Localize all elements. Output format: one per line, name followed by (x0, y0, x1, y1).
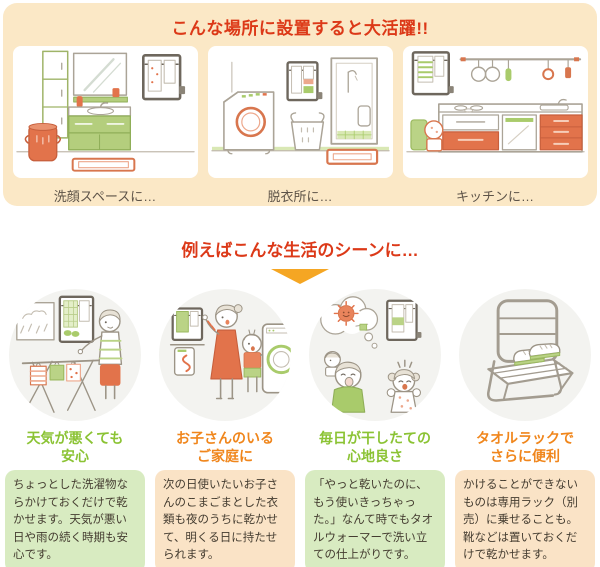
kitchen-drawing (405, 51, 585, 153)
scene-heading-line1: お子さんのいる (176, 430, 274, 446)
scene-heading-line1: タオルラックで (476, 430, 574, 446)
placement-section: こんな場所に設置すると大活躍!! (3, 3, 597, 206)
scene-heading-line1: 毎日が干したての (319, 430, 431, 446)
scene-columns: 天気が悪くても 安心 ちょっとした洗濯物ならかけておくだけで乾かせます。天気が悪… (0, 289, 600, 567)
kitchen-illustration (402, 46, 588, 178)
scene-heading: 天気が悪くても 安心 (0, 429, 150, 465)
scene-column-fresh-feeling: 毎日が干したての 心地良さ 「やっと乾いたのに、もう使いきっちゃった。」なんて時… (300, 289, 450, 567)
down-arrow-icon (271, 269, 329, 284)
scene-heading-line2: ご家庭に (197, 448, 253, 464)
scene-description: 次の日使いたいお子さんのこまごまとした衣類も夜のうちに乾かせて、明くる日に持たせ… (155, 470, 295, 567)
scene-column-children: お子さんのいる ご家庭に 次の日使いたいお子さんのこまごまとした衣類も夜のうちに… (150, 289, 300, 567)
washroom-illustration (12, 46, 198, 178)
family-drawing (320, 296, 422, 413)
scene-column-towel-rack: タオルラックで さらに便利 かけることができないものは専用ラック（別売）に乗せる… (450, 289, 600, 567)
drying-rack-drawing (16, 295, 123, 413)
scene-description: かけることができないものは専用ラック（別売）に乗せることも。靴などは置いておくだ… (455, 470, 595, 567)
scene-heading: 毎日が干したての 心地良さ (300, 429, 450, 465)
scenes-section: 例えばこんな生活のシーンに… (0, 236, 600, 567)
location-item-dressing-room: 脱衣所に… (207, 46, 393, 205)
location-item-kitchen: キッチンに… (402, 46, 588, 205)
location-cards: 洗顔スペースに… (3, 46, 597, 205)
scene-description: ちょっとした洗濯物ならかけておくだけで乾かせます。天気が悪い日や雨の続く時期も安… (5, 470, 145, 567)
scene-heading-line1: 天気が悪くても (26, 430, 124, 446)
scene-heading-line2: 安心 (61, 448, 89, 464)
towel-rack-drawing (486, 299, 574, 402)
scene-illustration-mother-child (159, 289, 291, 421)
scene-column-bad-weather: 天気が悪くても 安心 ちょっとした洗濯物ならかけておくだけで乾かせます。天気が悪… (0, 289, 150, 567)
location-caption: 洗顔スペースに… (53, 189, 157, 204)
washroom-vanity-drawing (15, 50, 195, 172)
scene-heading-line2: 心地良さ (347, 448, 403, 464)
scene-illustration-towel-rack (459, 289, 591, 421)
location-caption: 脱衣所に… (267, 189, 333, 204)
scene-heading-line2: さらに便利 (490, 448, 560, 464)
scenes-section-title: 例えばこんな生活のシーンに… (181, 241, 419, 260)
scene-illustration-drying-rack (9, 289, 141, 421)
dressing-room-illustration (207, 46, 393, 178)
mother-child-drawing (169, 304, 291, 400)
location-caption: キッチンに… (455, 189, 534, 204)
scene-illustration-family (309, 289, 441, 421)
scene-description: 「やっと乾いたのに、もう使いきっちゃった。」なんて時でもタオルウォーマーで洗い立… (305, 470, 445, 567)
scene-heading: お子さんのいる ご家庭に (150, 429, 300, 465)
placement-section-title: こんな場所に設置すると大活躍!! (171, 19, 429, 38)
scene-heading: タオルラックで さらに便利 (450, 429, 600, 465)
dressing-room-drawing (210, 57, 390, 165)
location-item-washroom: 洗顔スペースに… (12, 46, 198, 205)
